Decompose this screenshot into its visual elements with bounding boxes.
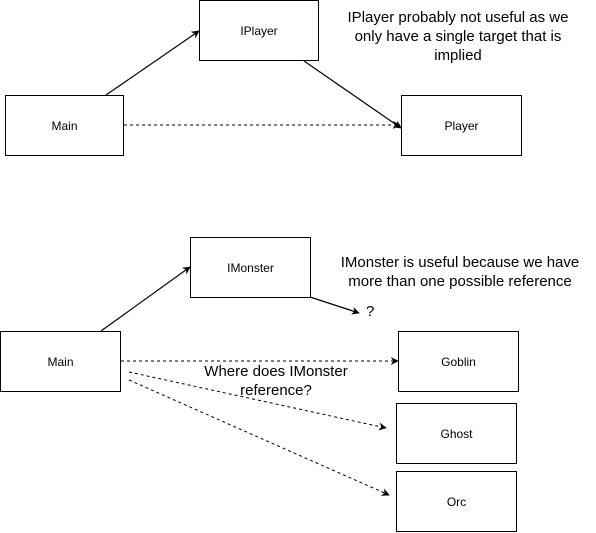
- node-orc-label: Orc: [446, 494, 467, 509]
- node-iplayer[interactable]: IPlayer: [199, 0, 319, 61]
- node-ghost-label: Ghost: [440, 426, 473, 441]
- iplayer-note-line-3: implied: [434, 47, 482, 64]
- reference-question-line-1: Where does IMonster: [204, 363, 348, 380]
- edge-imonster-to-unknown: [309, 296, 360, 315]
- reference-question: Where does IMonster reference?: [186, 362, 366, 400]
- edge-iplayer-to-player: [303, 60, 402, 129]
- node-player[interactable]: Player: [401, 95, 522, 156]
- edge-main-to-imonster: [100, 266, 191, 332]
- iplayer-note-line-1: IPlayer probably not useful as we: [347, 9, 569, 26]
- node-main-top[interactable]: Main: [5, 95, 124, 156]
- imonster-note: IMonster is useful because we have more …: [328, 253, 592, 291]
- node-imonster[interactable]: IMonster: [190, 237, 311, 298]
- node-goblin[interactable]: Goblin: [398, 331, 519, 392]
- imonster-note-line-2: more than one possible reference: [348, 273, 572, 290]
- edge-main-to-orc-dashed: [128, 379, 390, 496]
- node-player-label: Player: [444, 118, 479, 133]
- node-imonster-label: IMonster: [227, 260, 274, 275]
- node-main-bottom-label: Main: [47, 354, 74, 369]
- unknown-reference-mark: ?: [366, 303, 375, 320]
- edge-main-to-iplayer: [105, 30, 200, 96]
- iplayer-note: IPlayer probably not useful as we only h…: [328, 8, 588, 65]
- iplayer-note-line-2: only have a single target that is: [354, 28, 562, 45]
- edge-main-to-ghost-dashed: [128, 371, 387, 431]
- node-iplayer-label: IPlayer: [240, 23, 278, 38]
- node-main-bottom[interactable]: Main: [0, 331, 121, 392]
- node-main-top-label: Main: [51, 118, 78, 133]
- node-orc[interactable]: Orc: [396, 471, 517, 532]
- node-ghost[interactable]: Ghost: [396, 403, 517, 464]
- imonster-note-line-1: IMonster is useful because we have: [340, 254, 580, 271]
- reference-question-line-2: reference?: [240, 382, 312, 399]
- node-goblin-label: Goblin: [441, 354, 476, 369]
